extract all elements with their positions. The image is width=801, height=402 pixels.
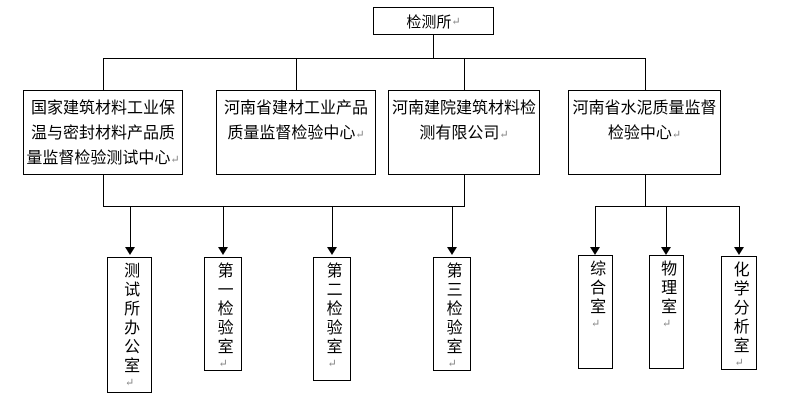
connector-level2-bus xyxy=(103,58,646,59)
paragraph-return-mark: ↵ xyxy=(325,357,338,370)
node-label-text: 质量监督检验中心 xyxy=(227,125,356,142)
paragraph-return-mark: ↵ xyxy=(355,129,365,141)
level3-node-inspection-lab-3: 第三检验室↵ xyxy=(433,257,471,371)
root-node-label: 检测所 xyxy=(406,14,452,31)
vertical-label: 测试所办公室↵ xyxy=(120,262,139,389)
connector-root-drop xyxy=(433,35,434,59)
connector-right-bus xyxy=(595,206,740,207)
node-label-line-2: 质量监督检验中心↵ xyxy=(217,121,375,148)
arrowhead-chemical-room-icon xyxy=(734,247,744,255)
arrowhead-general-room-icon xyxy=(590,247,600,255)
paragraph-return-mark: ↵ xyxy=(445,357,458,370)
vertical-label: 化学分析室↵ xyxy=(729,261,748,369)
paragraph-return-mark: ↵ xyxy=(499,129,509,141)
vertical-label: 综合室↵ xyxy=(586,260,605,330)
arrow-line-lab3 xyxy=(452,206,453,248)
node-label-text: 检验中心 xyxy=(607,125,672,142)
node-label-line-1: 河南省水泥质量监督 xyxy=(572,100,717,117)
connector-drop-to-node2 xyxy=(296,58,297,90)
node-label-text: 化学分析室 xyxy=(730,261,748,356)
arrow-line-chemical-room xyxy=(739,206,740,248)
level3-node-chemical-analysis-room: 化学分析室↵ xyxy=(721,256,757,370)
vertical-label: 第三检验室↵ xyxy=(442,262,461,370)
node-label-line-1: 河南省建材工业产品 xyxy=(223,100,368,117)
paragraph-return-mark: ↵ xyxy=(732,356,745,369)
vertical-label: 物理室↵ xyxy=(657,260,676,330)
node-label-text: 物理室 xyxy=(658,260,676,317)
vertical-label: 第二检验室↵ xyxy=(322,262,341,370)
connector-drop-to-node1 xyxy=(103,58,104,90)
level3-node-general-room: 综合室↵ xyxy=(578,255,613,369)
level3-node-inspection-lab-1: 第一检验室↵ xyxy=(204,257,242,371)
node-label-line-2: 检验中心↵ xyxy=(569,121,720,148)
arrow-line-lab2 xyxy=(332,206,333,248)
root-node-box: 检测所↵ xyxy=(373,7,494,35)
connector-drop-to-node3 xyxy=(464,58,465,90)
connector-left-bus xyxy=(103,206,465,207)
arrowhead-lab2-icon xyxy=(327,247,337,255)
paragraph-return-mark: ↵ xyxy=(589,317,602,330)
paragraph-return-mark: ↵ xyxy=(451,15,461,28)
node-label-text: 第一检验室 xyxy=(214,262,232,357)
level2-node-henan-building-materials-center: 河南省建材工业产品 质量监督检验中心↵ xyxy=(216,90,376,175)
node-label-text: 综合室 xyxy=(587,260,605,317)
node-label-line-2: 测有限公司↵ xyxy=(389,121,539,148)
node-label-text: 第三检验室 xyxy=(443,262,461,357)
connector-node4-drop xyxy=(645,175,646,206)
arrowhead-office-icon xyxy=(125,247,135,255)
node-label-line-1: 河南建院建筑材料检 xyxy=(391,100,536,117)
arrow-line-physics-room xyxy=(666,206,667,248)
arrowhead-lab3-icon xyxy=(447,247,457,255)
node-label-text: 测试所办公室 xyxy=(121,262,139,376)
paragraph-return-mark: ↵ xyxy=(671,129,682,141)
paragraph-return-mark: ↵ xyxy=(216,357,229,370)
arrow-line-lab1 xyxy=(223,206,224,248)
paragraph-return-mark: ↵ xyxy=(123,376,136,389)
connector-node3-drop xyxy=(464,175,465,206)
level3-node-physics-room: 物理室↵ xyxy=(649,255,684,369)
node-label-line-3: 量监督检验测试中心↵ xyxy=(24,146,182,173)
level3-node-inspection-lab-2: 第二检验室↵ xyxy=(313,257,351,381)
level3-node-test-institute-office: 测试所办公室↵ xyxy=(107,257,152,393)
arrowhead-lab1-icon xyxy=(218,247,228,255)
node-label-text: 量监督检验测试中心 xyxy=(26,150,171,167)
arrow-line-general-room xyxy=(595,206,596,248)
vertical-label: 第一检验室↵ xyxy=(213,262,232,370)
arrowhead-physics-room-icon xyxy=(661,247,671,255)
level2-node-national-test-center: 国家建筑材料工业保 温与密封材料产品质 量监督检验测试中心↵ xyxy=(23,90,183,175)
level2-node-henan-cement-center: 河南省水泥质量监督 检验中心↵ xyxy=(568,90,721,175)
node-label-line-2: 温与密封材料产品质 xyxy=(30,125,175,142)
node-label-line-1: 国家建筑材料工业保 xyxy=(30,100,175,117)
node-label-text: 测有限公司 xyxy=(419,125,500,142)
paragraph-return-mark: ↵ xyxy=(660,317,673,330)
arrow-line-office xyxy=(130,206,131,248)
connector-node1-drop xyxy=(103,175,104,206)
node-label-text: 第二检验室 xyxy=(323,262,341,357)
level2-node-henan-jianyuan-company: 河南建院建筑材料检 测有限公司↵ xyxy=(388,90,540,175)
paragraph-return-mark: ↵ xyxy=(170,154,180,166)
connector-drop-to-node4 xyxy=(645,58,646,90)
